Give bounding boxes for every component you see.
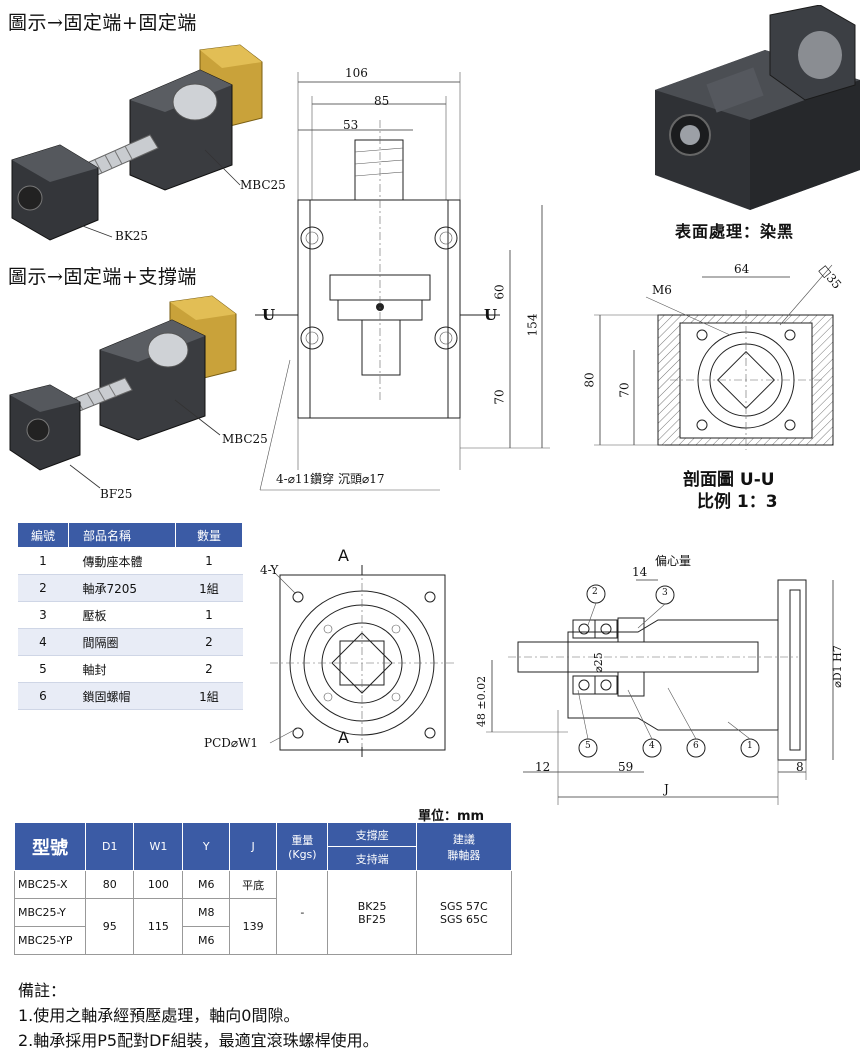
spec-header-coupling: 建議聯軸器 xyxy=(415,822,513,871)
uu-dim-70: 70 xyxy=(617,382,632,398)
balloon-5: 5 xyxy=(585,741,591,751)
spec-header-model: 型號 xyxy=(14,822,86,871)
fig2-illustration xyxy=(9,295,237,489)
fig2-title: 圖示→固定端+支撐端 xyxy=(8,266,197,288)
front-view-drawing xyxy=(255,72,550,491)
balloon-1: 1 xyxy=(747,741,753,751)
note-item: 2.軸承採用P5配對DF組裝，最適宜滾珠螺桿使用。 xyxy=(18,1031,379,1050)
aa-dim-8: 8 xyxy=(796,760,804,774)
parts-header-name: 部品名稱 xyxy=(68,522,176,548)
notes-title: 備註： xyxy=(18,981,67,1000)
parts-header-no: 編號 xyxy=(17,522,69,548)
aa-dim-25: ⌀25 xyxy=(591,652,605,673)
section-mark-right: U xyxy=(484,306,498,324)
unit-label: 單位：mm xyxy=(418,809,485,824)
aa-dim-14: 14 xyxy=(632,565,648,579)
dim-70: 70 xyxy=(492,389,507,405)
table-row: MBC25-YP M6 xyxy=(14,926,512,955)
fig1-illustration xyxy=(11,44,263,241)
section-uu-title: 剖面圖 U-U xyxy=(683,470,775,490)
section-mark-left: U xyxy=(262,306,276,324)
photo-caption: 表面處理：染黑 xyxy=(675,222,795,241)
uu-label-m6: M6 xyxy=(652,283,672,297)
section-uu-scale: 比例 1：3 xyxy=(697,492,778,512)
fig1-title: 圖示→固定端+固定端 xyxy=(8,12,197,34)
end-view-4y: 4-Y xyxy=(260,563,279,577)
section-aa-drawing xyxy=(486,579,834,805)
aa-eccentric: 偏心量 xyxy=(655,554,692,568)
section-uu-drawing xyxy=(594,264,834,450)
aa-dim-d1: ⌀D1 H7 xyxy=(830,645,844,688)
dim-106: 106 xyxy=(345,66,368,80)
product-photo xyxy=(655,5,860,210)
table-row: MBC25-Y 95 115 M8 139 xyxy=(14,898,512,955)
balloon-6: 6 xyxy=(693,741,699,751)
end-view-a-top: A xyxy=(338,546,349,565)
end-view-a-bottom: A xyxy=(338,728,349,747)
dim-154: 154 xyxy=(525,313,540,337)
balloon-4: 4 xyxy=(649,741,655,751)
fig1-mbc-label: MBC25 xyxy=(240,178,286,192)
aa-dim-j: J xyxy=(664,782,669,796)
spec-header-w1: W1 xyxy=(133,822,184,871)
uu-dim-64: 64 xyxy=(734,262,750,276)
hole-note: 4-⌀11鑽穿 沉頭⌀17 xyxy=(276,472,385,486)
spec-table: 型號 D1 W1 Y J 重量(Kgs) 支撐座 建議聯軸器 支持端 MBC25… xyxy=(14,822,513,955)
dim-60: 60 xyxy=(492,284,507,300)
note-item: 1.使用之軸承經預壓處理，軸向0間隙。 xyxy=(18,1006,300,1025)
dim-85: 85 xyxy=(374,94,390,108)
end-view-pcd: PCD⌀W1 xyxy=(204,736,259,750)
fig2-bf-label: BF25 xyxy=(100,487,133,501)
notes: 備註： 1.使用之軸承經預壓處理，軸向0間隙。 2.軸承採用P5配對DF組裝，最… xyxy=(18,978,379,1053)
balloon-3: 3 xyxy=(662,588,668,598)
spec-header-support-top: 支撐座 xyxy=(327,822,417,847)
uu-dim-80: 80 xyxy=(582,372,597,388)
spec-header-y: Y xyxy=(182,822,231,871)
aa-dim-12: 12 xyxy=(535,760,551,774)
parts-header-qty: 數量 xyxy=(175,522,243,548)
balloon-2: 2 xyxy=(592,587,598,597)
end-view-drawing xyxy=(269,565,455,757)
dim-53: 53 xyxy=(343,118,359,132)
spec-header-d1: D1 xyxy=(84,822,135,871)
aa-dim-59: 59 xyxy=(618,760,634,774)
spec-header-weight: 重量(Kgs) xyxy=(276,822,329,871)
fig2-mbc-label: MBC25 xyxy=(222,432,268,446)
spec-header-support-bottom: 支持端 xyxy=(327,846,417,871)
fig1-bk-label: BK25 xyxy=(115,229,149,243)
aa-dim-48: 48 ±0.02 xyxy=(475,675,489,728)
spec-header-j: J xyxy=(229,822,278,871)
